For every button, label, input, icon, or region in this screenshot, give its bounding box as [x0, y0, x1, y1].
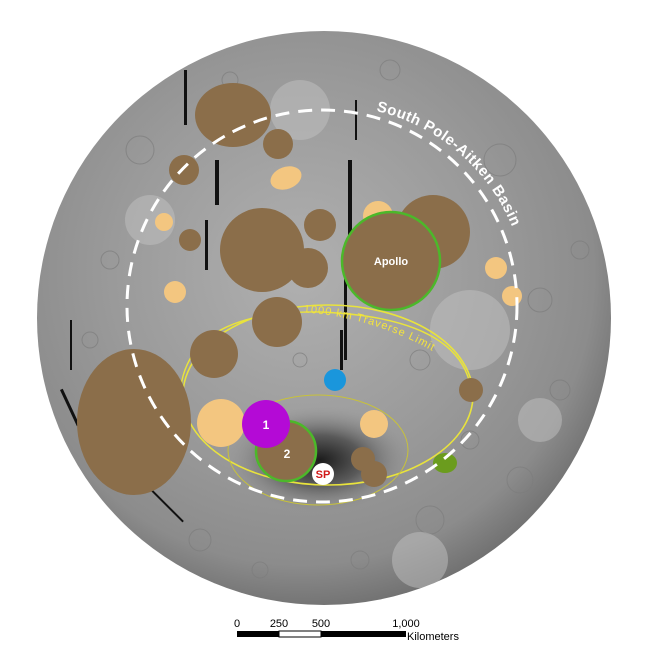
scale-segment — [237, 631, 279, 637]
blue-site-marker — [324, 369, 346, 391]
crater — [361, 461, 387, 487]
crater — [502, 286, 522, 306]
crater — [77, 349, 191, 495]
site-2-label: 2 — [284, 447, 291, 461]
south-pole-marker — [312, 463, 334, 485]
traverse-limit-inner — [227, 394, 409, 506]
scale-tick-250: 250 — [270, 618, 288, 630]
scale-tick-500: 500 — [312, 618, 330, 630]
crater — [252, 297, 302, 347]
site-1-marker — [242, 400, 290, 448]
scale-segment — [278, 630, 322, 638]
small-craters — [155, 166, 522, 447]
apollo-basin — [340, 210, 442, 312]
green-site-marker — [433, 453, 457, 473]
crater — [155, 213, 173, 231]
surface-texture — [81, 59, 590, 579]
crater — [190, 330, 238, 378]
crater — [459, 378, 483, 402]
south-pole-label: SP — [316, 469, 331, 481]
scale-bar: 0 250 500 1,000 Kilometers — [234, 618, 460, 643]
large-craters — [77, 83, 483, 495]
apollo-label: Apollo — [374, 256, 408, 268]
scale-tick-1000: 1,000 — [392, 618, 420, 630]
scale-tick-0: 0 — [234, 618, 240, 630]
crater — [485, 257, 507, 279]
crater — [270, 166, 302, 190]
crater — [179, 229, 201, 251]
scale-unit: Kilometers — [407, 631, 459, 643]
crater — [197, 399, 245, 447]
crater — [304, 209, 336, 241]
crater — [360, 410, 388, 438]
site-1-label: 1 — [263, 418, 270, 432]
crater — [263, 129, 293, 159]
crater — [288, 248, 328, 288]
scale-segment — [321, 631, 406, 637]
spa-basin-boundary — [125, 108, 519, 504]
crater — [220, 208, 304, 292]
crater — [195, 83, 271, 147]
crater — [164, 281, 186, 303]
crater — [169, 155, 199, 185]
